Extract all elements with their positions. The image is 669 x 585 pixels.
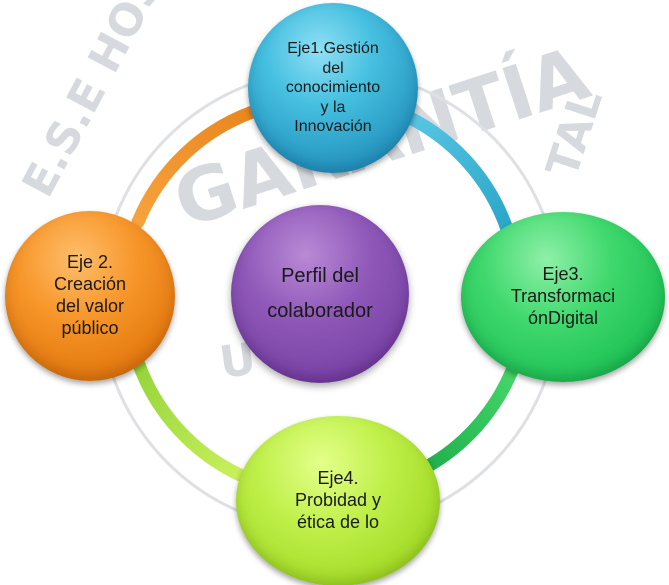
- node-eje1-gestion-conocimiento: Eje1.Gestión del conocimiento y la Innov…: [248, 3, 418, 173]
- node-eje1-line: Innovación: [294, 118, 372, 136]
- center-line: colaborador: [267, 300, 373, 322]
- center-label: Perfil del colaborador: [250, 259, 390, 329]
- node-eje4-line: Eje4.: [317, 468, 359, 489]
- ring-arc-bottom-right: [423, 353, 523, 472]
- node-eje1-line: del: [322, 59, 344, 77]
- node-eje2-line: Creación: [53, 274, 127, 295]
- node-eje3-line: ónDigital: [527, 307, 599, 328]
- cycle-ring: [131, 104, 523, 482]
- ring-arc-top-right: [388, 104, 515, 239]
- node-eje3-line: Transformaci: [510, 286, 616, 307]
- node-eje4-line: ética de lo: [296, 511, 380, 532]
- node-eje1-line: Eje1.Gestión: [287, 40, 379, 58]
- ring-arc-top-left: [131, 104, 262, 229]
- node-eje3-transformacion-digital: Eje3. Transformaci ónDigital: [461, 212, 665, 382]
- node-eje4-line: Probidad y: [294, 490, 382, 511]
- node-eje2-line: público: [61, 317, 119, 338]
- node-eje2-label: Eje 2. Creación del valor público: [35, 252, 145, 340]
- node-eje3-label: Eje3. Transformaci ónDigital: [501, 264, 625, 330]
- node-eje4-label: Eje4. Probidad y ética de lo: [283, 468, 393, 534]
- node-eje1-label: Eje1.Gestión del conocimiento y la Innov…: [279, 39, 387, 137]
- ring-arc-bottom-left: [131, 355, 247, 482]
- node-eje1-line: conocimiento: [285, 79, 381, 97]
- node-eje2-line: del valor: [55, 296, 125, 316]
- node-eje2-line: Eje 2.: [66, 252, 114, 273]
- node-eje3-line: Eje3.: [542, 264, 584, 285]
- node-eje2-valor-publico: Eje 2. Creación del valor público: [5, 211, 175, 381]
- node-eje4-probidad-etica: Eje4. Probidad y ética de lo: [236, 416, 440, 585]
- node-eje1-line: y la: [320, 98, 346, 116]
- center-line: Perfil del: [281, 265, 359, 287]
- node-center-perfil-colaborador: Perfil del colaborador: [231, 205, 409, 383]
